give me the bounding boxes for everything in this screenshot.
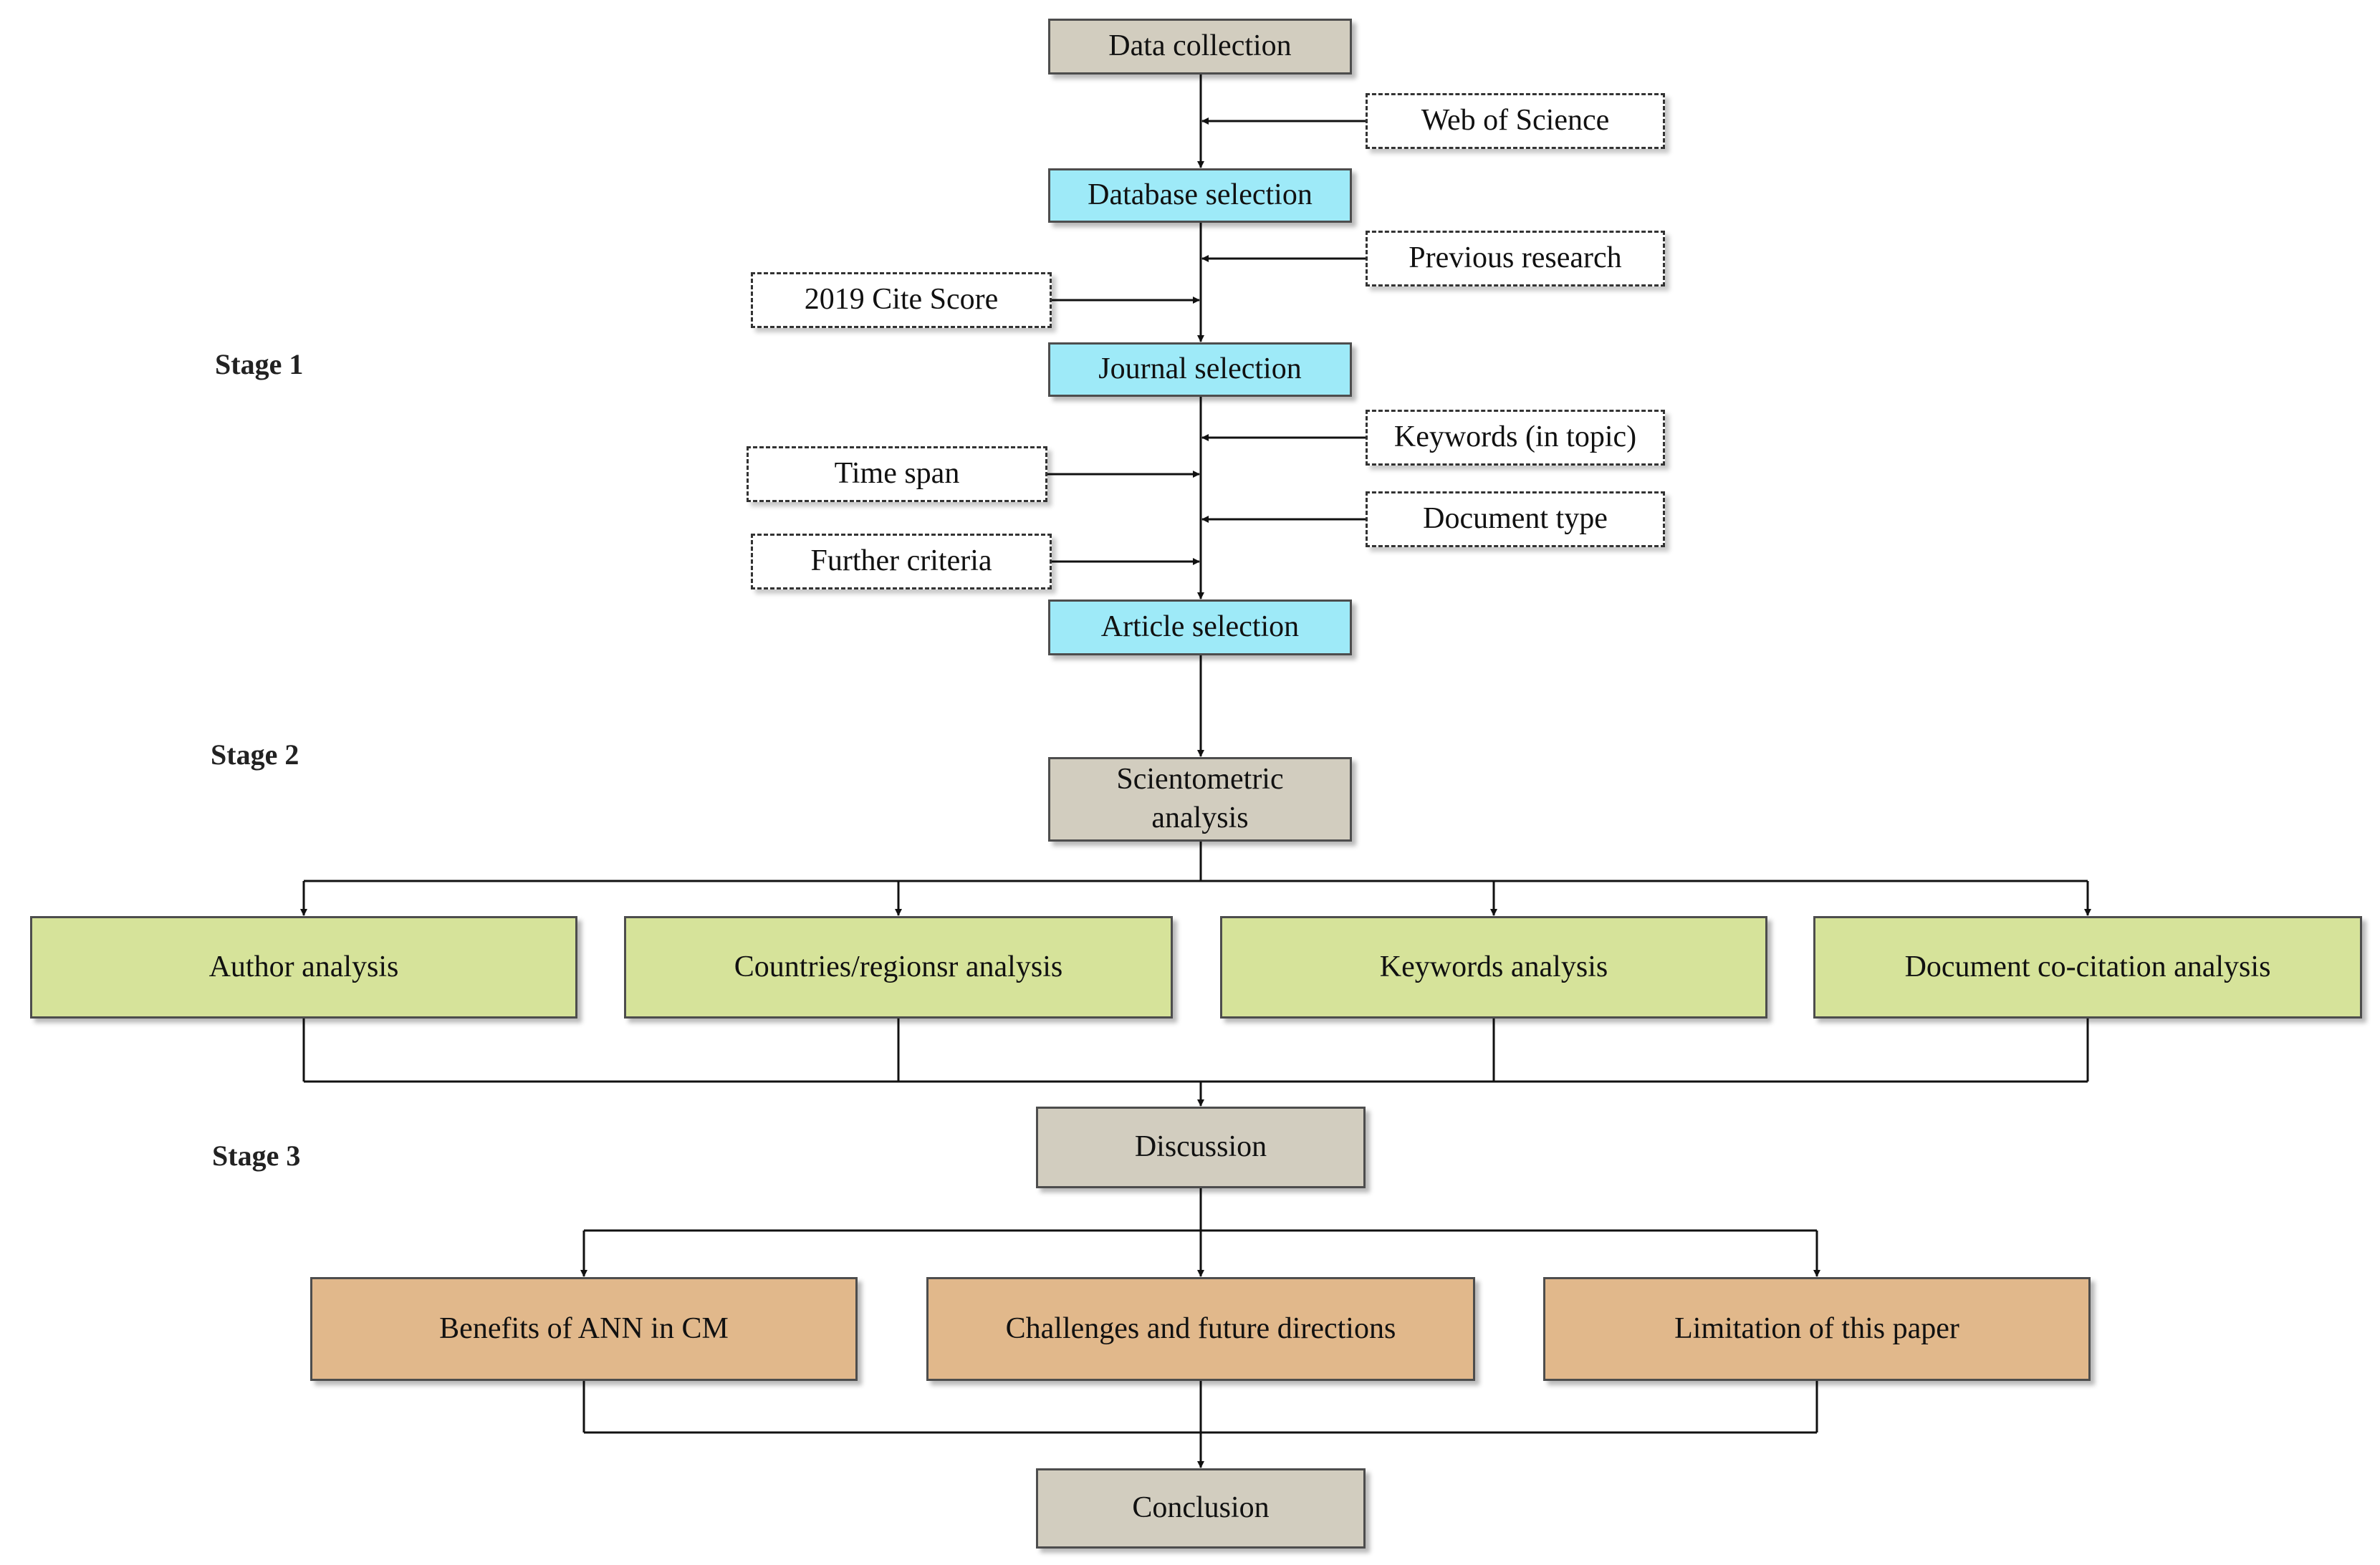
stage-1-label: Stage 1 [215, 348, 304, 380]
benefits-box: Benefits of ANN in CM [310, 1277, 858, 1381]
countries-analysis-box: Countries/regionsr analysis [624, 916, 1173, 1019]
stage-2-label: Stage 2 [211, 738, 299, 771]
author-analysis-box: Author analysis [30, 916, 577, 1019]
document-cocitation-box: Document co-citation analysis [1813, 916, 2362, 1019]
challenges-box: Challenges and future directions [926, 1277, 1475, 1381]
further-criteria-box: Further criteria [751, 534, 1052, 589]
web-of-science-box: Web of Science [1366, 93, 1665, 149]
previous-research-box: Previous research [1366, 231, 1665, 286]
discussion-box: Discussion [1036, 1107, 1366, 1188]
article-selection-box: Article selection [1048, 599, 1352, 655]
keywords-in-topic-box: Keywords (in topic) [1366, 410, 1665, 466]
journal-selection-box: Journal selection [1048, 342, 1352, 397]
document-type-box: Document type [1366, 491, 1665, 547]
database-selection-box: Database selection [1048, 168, 1352, 223]
data-collection-box: Data collection [1048, 19, 1352, 74]
scientometric-analysis-box: Scientometric analysis [1048, 757, 1352, 842]
conclusion-box: Conclusion [1036, 1468, 1366, 1549]
keywords-analysis-box: Keywords analysis [1220, 916, 1767, 1019]
time-span-box: Time span [747, 446, 1047, 502]
stage-3-label: Stage 3 [212, 1140, 301, 1172]
cite-score-box: 2019 Cite Score [751, 272, 1052, 328]
limitation-box: Limitation of this paper [1543, 1277, 2091, 1381]
